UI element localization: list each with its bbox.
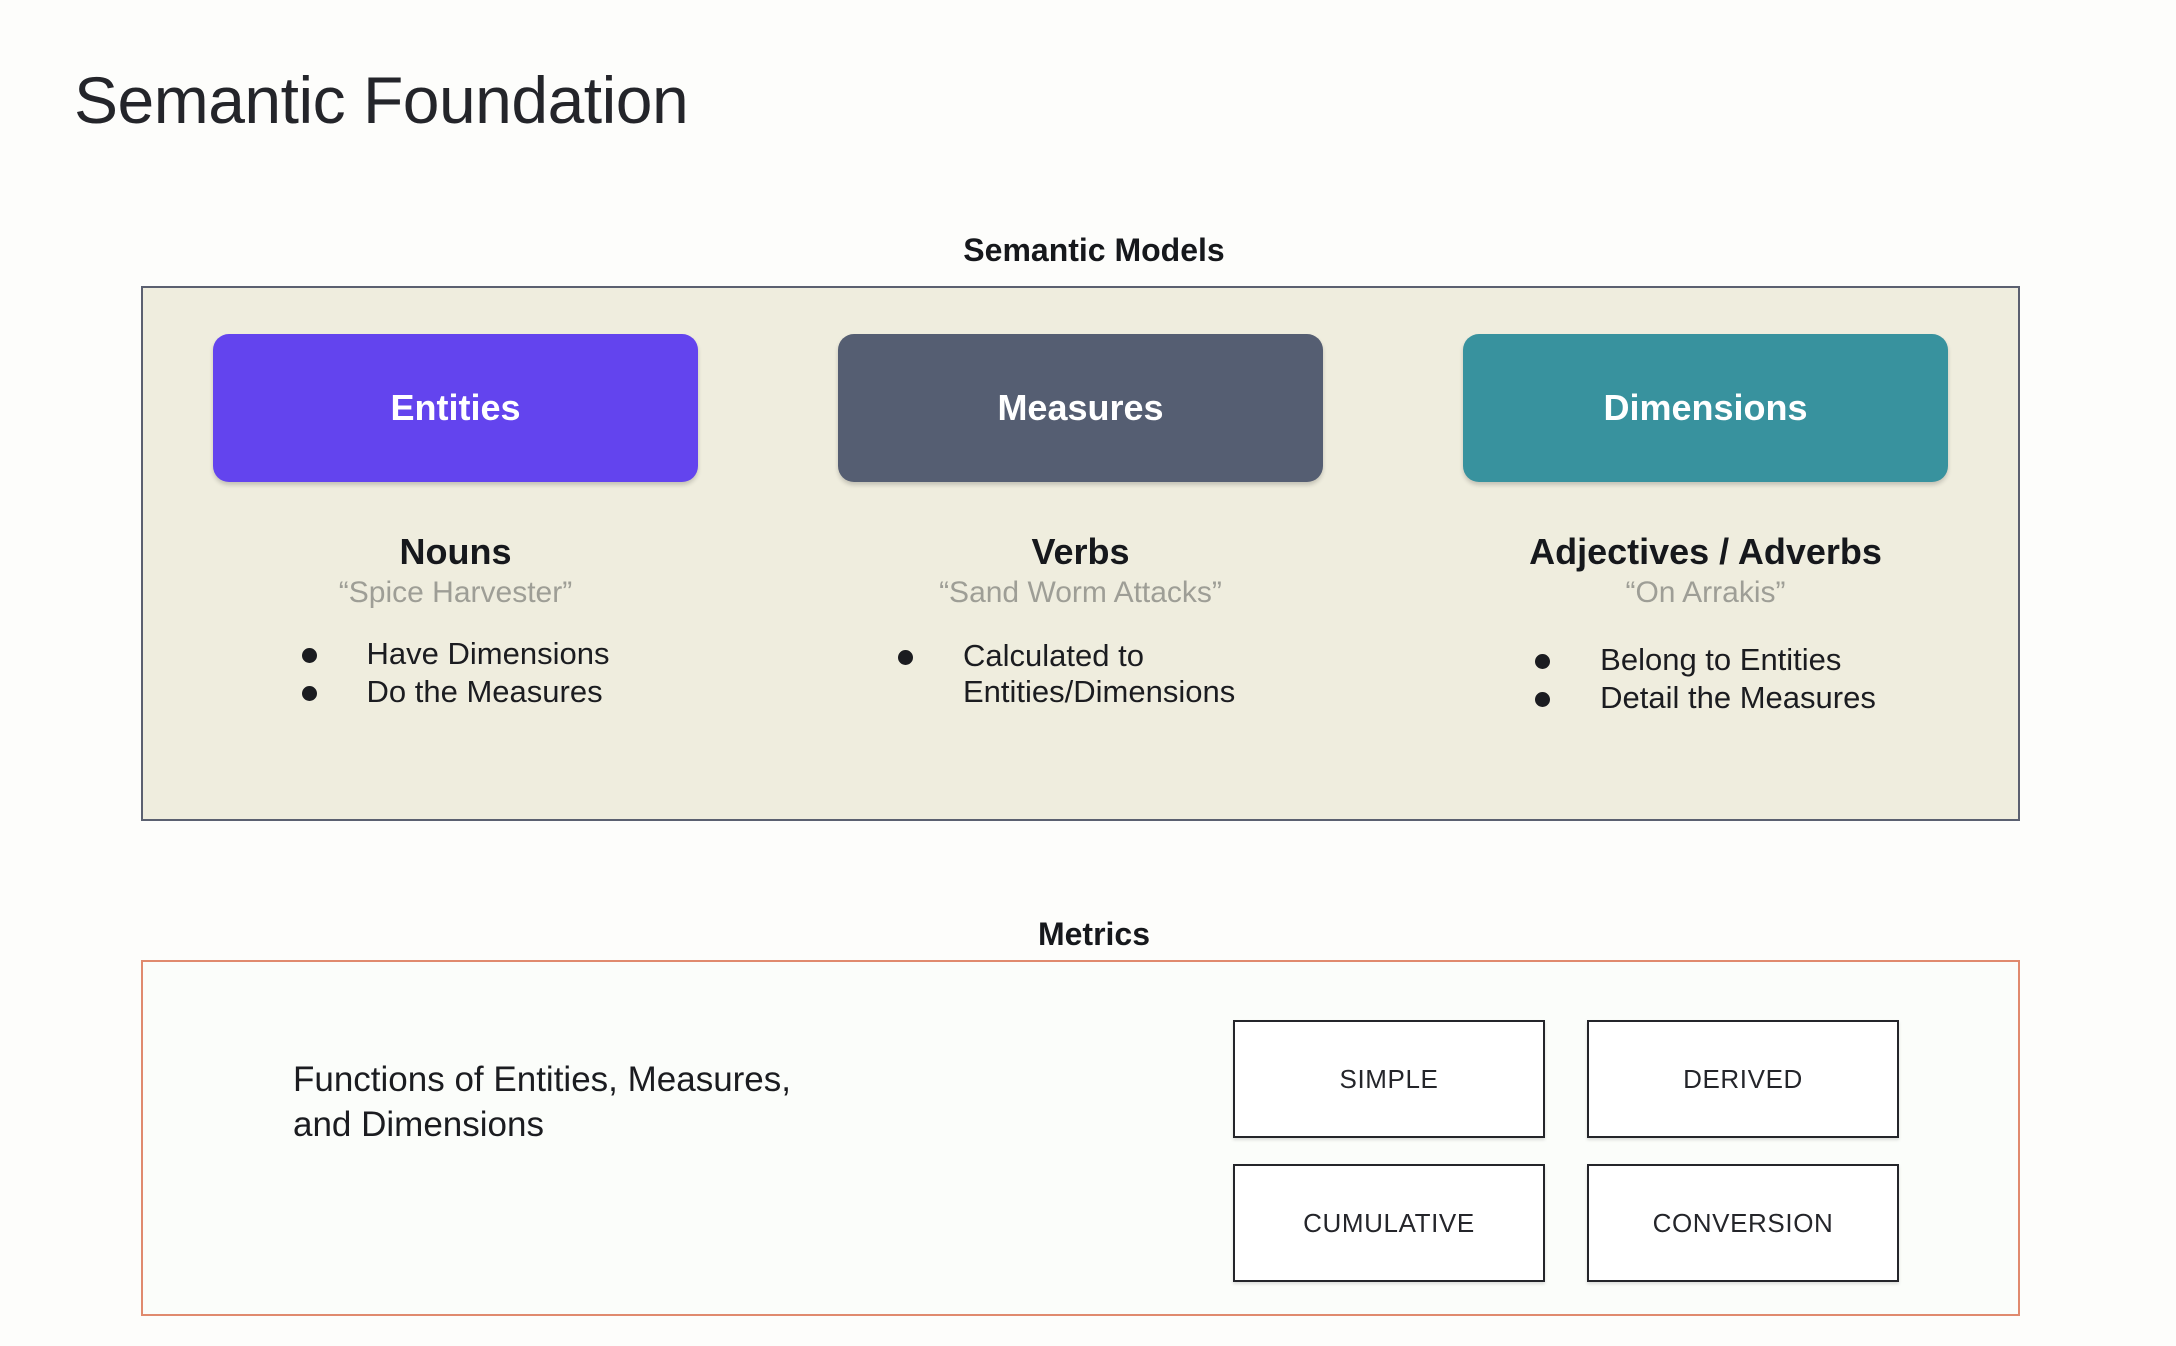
list-item: Have Dimensions [301,636,610,672]
example-measures: “Sand Worm Attacks” [939,576,1222,609]
metric-type-derived[interactable]: DERIVED [1587,1020,1899,1138]
model-column-dimensions: Dimensions Adjectives / Adverbs “On Arra… [1393,288,2018,819]
example-entities: “Spice Harvester” [338,576,573,609]
list-item: Detail the Measures [1535,680,1876,716]
bullet-dot-icon [301,686,317,702]
metrics-panel: Functions of Entities, Measures, and Dim… [141,960,2020,1316]
model-column-entities: Entities Nouns “Spice Harvester” Have Di… [143,288,768,819]
bullet-dot-icon [1535,654,1551,669]
metrics-description: Functions of Entities, Measures, and Dim… [293,1058,993,1148]
chip-dimensions[interactable]: Dimensions [1463,334,1948,482]
heading-adjectives-adverbs: Adjectives / Adverbs [1529,531,1882,572]
list-item: Do the Measures [301,674,610,710]
list-item: Belong to Entities [1535,642,1876,678]
heading-nouns: Nouns [399,531,512,572]
list-item: Calculated to Entities/Dimensions [898,638,1263,711]
bullet-text: Detail the Measures [1600,680,1876,716]
bullet-list-measures: Calculated to Entities/Dimensions [898,638,1263,713]
bullet-text: Have Dimensions [366,636,610,671]
bullet-dot-icon [301,648,317,663]
bullet-dot-icon [898,650,913,665]
semantic-models-columns: Entities Nouns “Spice Harvester” Have Di… [143,288,2018,819]
bullet-text: Belong to Entities [1600,642,1842,677]
semantic-models-caption: Semantic Models [963,232,1225,268]
metrics-description-line1: Functions of Entities, Measures, [293,1060,791,1099]
model-column-measures: Measures Verbs “Sand Worm Attacks” Calcu… [768,288,1393,819]
metric-type-grid: SIMPLE DERIVED CUMULATIVE CONVERSION [1233,1020,1899,1282]
heading-verbs: Verbs [1031,531,1130,572]
page-title: Semantic Foundation [74,63,689,137]
bullet-text: Do the Measures [366,674,603,710]
metric-type-cumulative[interactable]: CUMULATIVE [1233,1164,1545,1282]
chip-measures[interactable]: Measures [838,334,1323,482]
metric-type-conversion[interactable]: CONVERSION [1587,1164,1899,1282]
metrics-caption: Metrics [1037,916,1151,952]
example-dimensions: “On Arrakis” [1625,576,1786,609]
metric-type-simple[interactable]: SIMPLE [1233,1020,1545,1138]
bullet-text: Calculated to Entities/Dimensions [963,638,1236,710]
semantic-models-panel: Entities Nouns “Spice Harvester” Have Di… [141,286,2020,821]
chip-entities[interactable]: Entities [213,334,698,482]
bullet-list-dimensions: Belong to Entities Detail the Measures [1535,642,1876,719]
metrics-description-line2: and Dimensions [293,1104,544,1144]
bullet-dot-icon [1535,692,1551,708]
bullet-list-entities: Have Dimensions Do the Measures [301,636,610,713]
